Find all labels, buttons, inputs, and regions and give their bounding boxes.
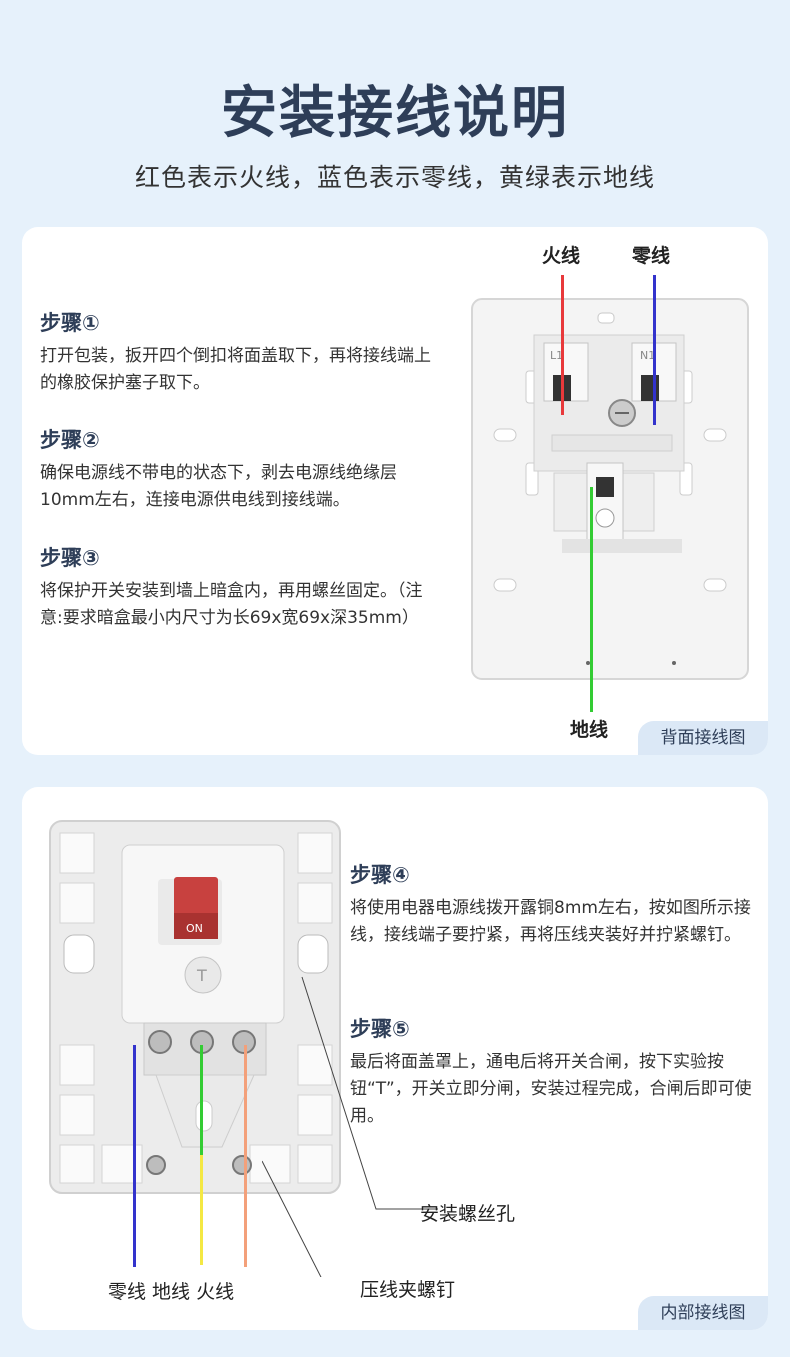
live-wire-line (561, 275, 564, 415)
page-title: 安装接线说明 (221, 81, 569, 146)
neutral-wire-inner (133, 1045, 136, 1267)
inner-wire-labels: 零线 地线 火线 (108, 1281, 235, 1303)
neutral-wire-back (653, 275, 656, 425)
step-1: 步骤① 打开包装，扳开四个倒扣将面盖取下，再将接线端上的橡胶保护塞子取下。 (40, 307, 440, 397)
inner-breaker-illustration: ON T (49, 820, 341, 1194)
back-plate-illustration: L1 N1 (471, 298, 749, 680)
step-3-text: 将保护开关安装到墙上暗盒内，再用螺丝固定。（注意:要求暗盒最小内尺寸为长69x宽… (40, 581, 423, 628)
terminal-n-mark: N1 (640, 349, 655, 362)
ground-wire-back (590, 487, 593, 712)
step-5: 步骤⑤ 最后将面盖罩上，通电后将开关合闸，按下实验按钮“T”，开关立即分闸，安装… (350, 1013, 760, 1130)
ground-wire-inner-yellow (200, 1155, 203, 1265)
step-1-text: 打开包装，扳开四个倒扣将面盖取下，再将接线端上的橡胶保护塞子取下。 (40, 346, 431, 393)
callout-lines (262, 976, 438, 1277)
step-4-text: 将使用电器电源线拨开露铜8mm左右，按如图所示接线，接线端子要拧紧，再将压线夹装… (350, 898, 751, 945)
step-2-title: 步骤② (40, 428, 100, 452)
back-wiring-tag: 背面接线图 (638, 721, 768, 755)
ground-wire-inner-green (200, 1045, 203, 1155)
terminal-l-mark: L1 (550, 349, 563, 362)
step-5-text: 最后将面盖罩上，通电后将开关合闸，按下实验按钮“T”，开关立即分闸，安装过程完成… (350, 1052, 752, 1126)
step-1-title: 步骤① (40, 311, 100, 335)
ground-label: 地线 (570, 719, 609, 741)
page-subtitle: 红色表示火线，蓝色表示零线，黄绿表示地线 (134, 163, 655, 192)
step-4: 步骤④ 将使用电器电源线拨开露铜8mm左右，按如图所示接线，接线端子要拧紧，再将… (350, 859, 760, 949)
inner-wiring-tag: 内部接线图 (638, 1296, 768, 1330)
step-4-title: 步骤④ (350, 863, 410, 887)
step-2: 步骤② 确保电源线不带电的状态下，剥去电源线绝缘层10mm左右，连接电源供电线到… (40, 424, 440, 514)
back-wiring-card: 步骤① 打开包装，扳开四个倒扣将面盖取下，再将接线端上的橡胶保护塞子取下。 步骤… (22, 227, 768, 755)
ground-wire-line (590, 487, 593, 712)
step-3: 步骤③ 将保护开关安装到墙上暗盒内，再用螺丝固定。（注意:要求暗盒最小内尺寸为长… (40, 542, 440, 632)
live-wire-back (561, 275, 564, 415)
step-2-text: 确保电源线不带电的状态下，剥去电源线绝缘层10mm左右，连接电源供电线到接线端。 (40, 463, 397, 510)
neutral-label: 零线 (632, 245, 671, 267)
test-button-text: T (196, 966, 207, 985)
step-5-title: 步骤⑤ (350, 1017, 410, 1041)
inner-wires (133, 1045, 247, 1267)
neutral-wire-line (653, 275, 656, 425)
step-3-title: 步骤③ (40, 546, 100, 570)
screw-hole-callout: 安装螺丝孔 (420, 1203, 516, 1225)
clamp-screw-callout: 压线夹螺钉 (360, 1279, 456, 1301)
switch-on-text: ON (186, 922, 203, 935)
live-label: 火线 (542, 245, 581, 267)
live-wire-inner (244, 1045, 247, 1267)
inner-wiring-card: ON T 安装螺丝孔 压线夹螺钉 零线 地线 火线 步骤④ 将使用电器电源线拨开… (22, 787, 768, 1330)
